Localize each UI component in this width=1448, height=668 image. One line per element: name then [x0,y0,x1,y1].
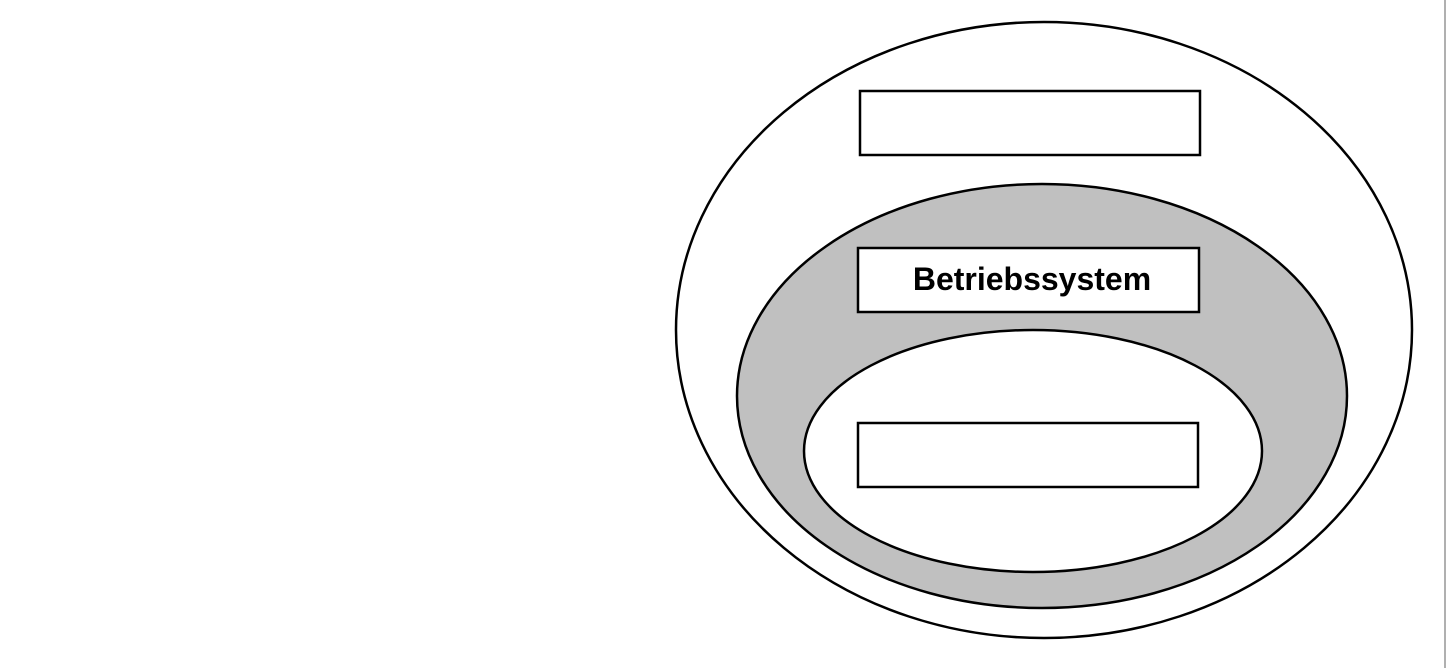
middle-box [856,246,1201,314]
top-box [858,89,1202,157]
bottom-box [856,421,1200,489]
middle-box-label: Betriebssystem [913,261,1151,297]
